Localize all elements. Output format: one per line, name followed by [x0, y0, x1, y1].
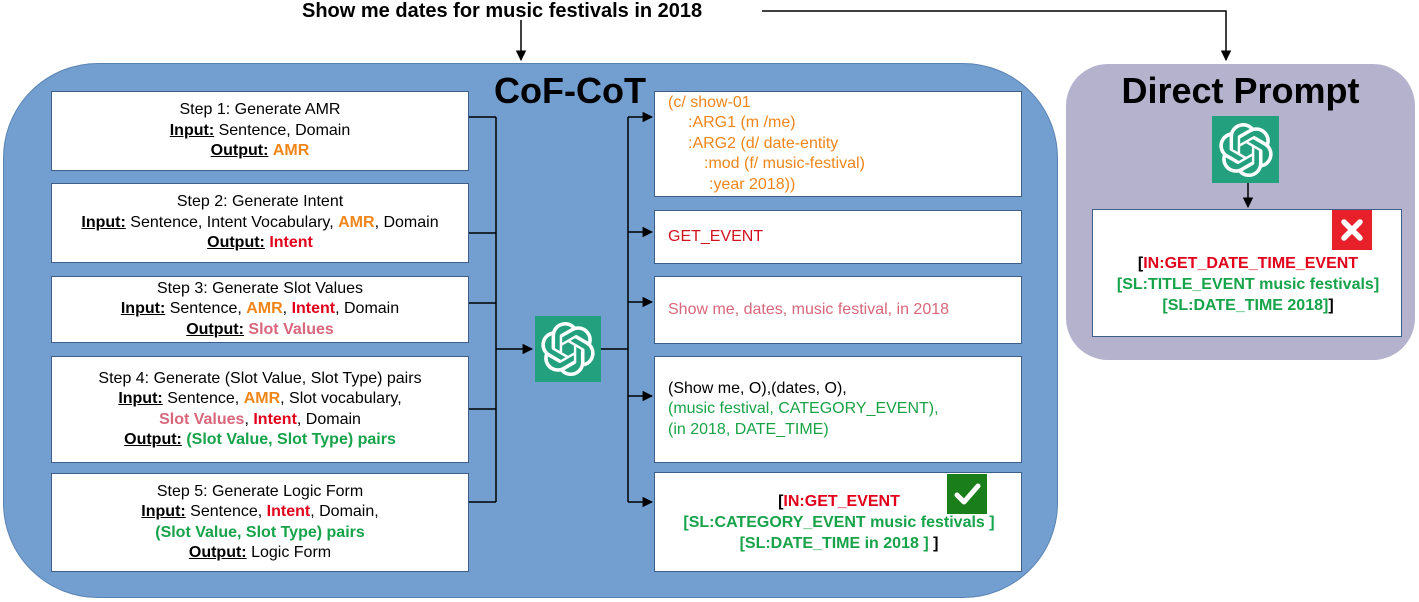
intent-output-box: GET_EVENT — [654, 210, 1022, 264]
step-1-box: Step 1: Generate AMR Input: Sentence, Do… — [51, 91, 469, 171]
step-4-box: Step 4: Generate (Slot Value, Slot Type)… — [51, 356, 469, 463]
pair-line: (in 2018, DATE_TIME) — [668, 420, 829, 438]
logic-form-output-box: [IN:GET_EVENT [SL:CATEGORY_EVENT music f… — [654, 472, 1022, 572]
intent-output: GET_EVENT — [668, 227, 764, 245]
step-input-continued: (Slot Value, Slot Type) pairs — [155, 523, 365, 541]
slot-values-output-box: Show me, dates, music festival, in 2018 — [654, 276, 1022, 344]
openai-logo-icon — [535, 316, 601, 382]
logic-form-output: [IN:GET_EVENT [SL:CATEGORY_EVENT music f… — [683, 493, 995, 552]
direct-logic-form-box: [IN:GET_DATE_TIME_EVENT [SL:TITLE_EVENT … — [1092, 209, 1402, 337]
direct-prompt-title: Direct Prompt — [1121, 70, 1360, 111]
step-input: Input: Sentence, Domain — [169, 121, 351, 139]
step-title: Step 1: Generate AMR — [179, 101, 341, 119]
pairs-output-box: (Show me, O),(dates, O), (music festival… — [654, 356, 1022, 463]
amr-line: :year 2018)) — [709, 175, 796, 193]
step-output: Output: AMR — [210, 142, 310, 160]
amr-line: :ARG1 (m /me) — [688, 114, 796, 132]
direct-logic-form-output: [IN:GET_DATE_TIME_EVENT [SL:TITLE_EVENT … — [1116, 255, 1380, 314]
step-5-box: Step 5: Generate Logic Form Input: Sente… — [51, 473, 469, 572]
step-input: Input: Sentence, Intent, Domain, — [141, 503, 379, 520]
step-output: Output: Logic Form — [188, 544, 332, 561]
pair-line: (music festival, CATEGORY_EVENT), — [668, 400, 939, 418]
step-title: Step 5: Generate Logic Form — [156, 482, 364, 500]
step-title: Step 4: Generate (Slot Value, Slot Type)… — [98, 369, 422, 387]
step-output: Output: Slot Values — [186, 320, 334, 338]
step-input: Input: Sentence, AMR, Intent, Domain — [120, 300, 400, 318]
pair-line: (Show me, O),(dates, O), — [668, 379, 847, 397]
amr-line: :ARG2 (d/ date-entity — [688, 134, 839, 152]
slot-values-output: Show me, dates, music festival, in 2018 — [668, 300, 950, 318]
step-input: Input: Sentence, Intent Vocabulary, AMR,… — [81, 213, 439, 231]
input-query: Show me dates for music festivals in 201… — [302, 0, 703, 22]
step-2-box: Step 2: Generate Intent Input: Sentence,… — [51, 183, 469, 263]
step-title: Step 3: Generate Slot Values — [156, 279, 364, 297]
amr-line: :mod (f/ music-festival) — [704, 155, 865, 173]
step-3-box: Step 3: Generate Slot Values Input: Sent… — [51, 276, 469, 343]
amr-output-box: (c/ show-01 :ARG1 (m /me) :ARG2 (d/ date… — [654, 91, 1022, 197]
cross-icon — [1332, 210, 1372, 250]
amr-line: (c/ show-01 — [668, 93, 751, 111]
openai-logo-icon — [1212, 116, 1279, 183]
cof-cot-title: CoF-CoT — [494, 70, 646, 111]
step-output: Output: (Slot Value, Slot Type) pairs — [124, 431, 396, 448]
step-title: Step 2: Generate Intent — [176, 193, 344, 211]
step-input-continued: Slot Values, Intent, Domain — [159, 410, 361, 428]
check-icon — [947, 474, 987, 514]
step-input: Input: Sentence, AMR, Slot vocabulary, — [118, 390, 402, 407]
step-output: Output: Intent — [207, 234, 313, 252]
